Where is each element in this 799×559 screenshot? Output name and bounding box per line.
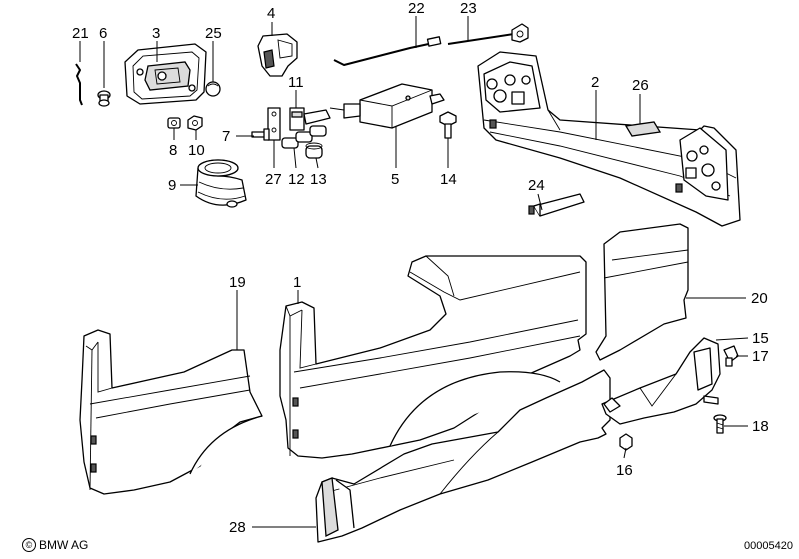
part-2-rear-panel [477, 51, 741, 227]
part-12-sleeves [281, 125, 327, 149]
part-18-screw [713, 414, 727, 434]
part-23-cable [447, 23, 529, 45]
part-11-linkage [289, 107, 331, 131]
callout-11: 11 [288, 74, 304, 91]
callout-16: 16 [616, 462, 633, 479]
part-20-side-panel [595, 223, 689, 361]
part-14-screw [439, 111, 457, 139]
part-28-lower-panel [315, 369, 611, 543]
callout-20: 20 [751, 290, 768, 307]
copyright-brand: © BMW AG [22, 538, 88, 552]
callout-21: 21 [72, 25, 89, 42]
part-25-stop [205, 81, 221, 97]
callout-2: 2 [591, 74, 599, 91]
part-13-cap [305, 142, 323, 159]
callout-3: 3 [152, 25, 160, 42]
part-10-nut [187, 115, 203, 131]
part-9-grommet [195, 159, 247, 208]
callout-19: 19 [229, 274, 246, 291]
callout-6: 6 [99, 25, 107, 42]
callout-12: 12 [288, 171, 305, 188]
part-19-side-panel [79, 329, 263, 495]
copyright-symbol: © [22, 538, 36, 552]
part-15-bracket [601, 337, 721, 425]
part-3-filler-housing [124, 43, 207, 105]
part-24-clip [528, 193, 585, 217]
callout-27: 27 [265, 171, 282, 188]
part-1-main-panel [279, 255, 587, 459]
callout-13: 13 [310, 171, 327, 188]
part-5-actuator [329, 83, 445, 129]
leader-lines [79, 16, 749, 528]
callout-15: 15 [752, 330, 769, 347]
callout-4: 4 [267, 5, 275, 22]
callout-22: 22 [408, 0, 425, 17]
callout-14: 14 [440, 171, 457, 188]
callout-7: 7 [222, 128, 230, 145]
callout-18: 18 [752, 418, 769, 435]
callout-25: 25 [205, 25, 222, 42]
brand-text: BMW AG [39, 538, 89, 552]
part-7-screw [251, 128, 270, 141]
callout-28: 28 [229, 519, 246, 536]
callout-8: 8 [169, 142, 177, 159]
callout-10: 10 [188, 142, 205, 159]
part-22-cable [333, 36, 442, 66]
part-4-bracket [257, 33, 298, 77]
callout-24: 24 [528, 177, 545, 194]
part-6-clip [97, 90, 111, 107]
callout-26: 26 [632, 77, 649, 94]
callout-9: 9 [168, 177, 176, 194]
document-number: 00005420 [744, 540, 793, 552]
part-8-nut [167, 117, 181, 129]
callout-5: 5 [391, 171, 399, 188]
part-27-plate [267, 107, 281, 141]
callout-numbers: 21 6 3 25 4 22 23 2 26 11 7 8 10 27 12 1… [72, 0, 769, 536]
part-17-clip [723, 345, 739, 367]
part-16-nut [619, 433, 633, 451]
callout-1: 1 [293, 274, 301, 291]
part-26-badge [624, 121, 662, 137]
callout-17: 17 [752, 348, 769, 365]
part-21-rod [75, 63, 83, 106]
callout-23: 23 [460, 0, 477, 17]
